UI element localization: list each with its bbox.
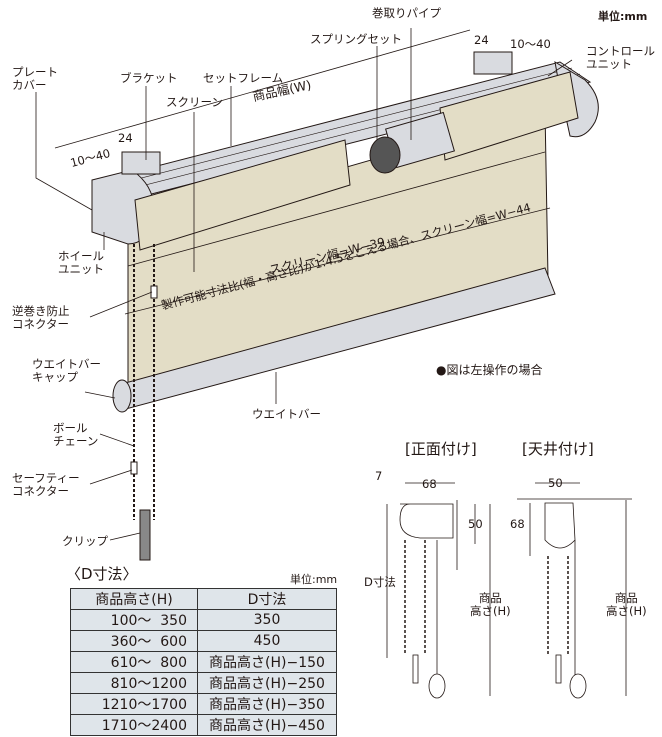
ceiling-dim-50: 50 <box>548 476 563 490</box>
cell-d: 商品高さ(H)−250 <box>197 672 337 694</box>
table-row: 1710〜2400 商品高さ(H)−450 <box>70 714 337 736</box>
ceiling-dim-68: 68 <box>510 517 525 531</box>
front-height-label: 商品 高さ(H) <box>470 592 511 618</box>
d-dimension-table: 商品高さ(H) D寸法 100〜 350 350 360〜 600 450 61… <box>70 588 337 736</box>
label-line: 商品 <box>614 591 638 605</box>
label-line: コネクター <box>12 484 70 498</box>
label-line: ユニット <box>586 57 632 71</box>
front-dim-7: 7 <box>375 469 383 483</box>
label-spring-set: スプリングセット <box>310 32 402 46</box>
safety-connector <box>130 461 138 475</box>
cell-d: 商品高さ(H)−450 <box>197 714 337 736</box>
label-line: ウエイトバー <box>32 357 101 371</box>
label-line: キャップ <box>32 370 78 384</box>
cell-height: 610〜 800 <box>70 651 198 673</box>
weight-bar-cap <box>112 379 132 413</box>
cell-height: 100〜 350 <box>70 609 198 631</box>
table-row: 1210〜1700 商品高さ(H)−350 <box>70 693 337 715</box>
cell-d: 商品高さ(H)−150 <box>197 651 337 673</box>
label-bracket: ブラケット <box>120 71 178 85</box>
dim-right-10-40: 10〜40 <box>510 37 551 51</box>
front-dim-68: 68 <box>422 477 437 491</box>
label-safety-connector: セーフティー コネクター <box>12 472 80 498</box>
cell-d: 450 <box>197 630 337 652</box>
label-set-frame: セットフレーム <box>203 71 284 85</box>
cell-d: 350 <box>197 609 337 631</box>
bracket-right <box>473 51 513 75</box>
roller-tube-left <box>134 139 351 251</box>
label-line: コントロール <box>586 44 655 58</box>
label-line: プレート <box>12 65 58 79</box>
dim-left-24: 24 <box>118 131 133 145</box>
label-line: ユニット <box>58 262 104 276</box>
ceiling-mount-title: [天井付け] <box>522 440 594 458</box>
table-row: 610〜 800 商品高さ(H)−150 <box>70 651 337 673</box>
cell-height: 810〜1200 <box>70 672 198 694</box>
header-product-height: 商品高さ(H) <box>70 588 198 610</box>
label-line: 高さ(H) <box>606 604 647 618</box>
dim-right-24: 24 <box>474 33 489 47</box>
label-line: 商品 <box>478 591 502 605</box>
table-row: 810〜1200 商品高さ(H)−250 <box>70 672 337 694</box>
label-weight-bar-cap: ウエイトバー キャップ <box>32 358 101 384</box>
note-left-operation: ●図は左操作の場合 <box>436 363 543 377</box>
clip <box>139 509 151 561</box>
label-ball-chain: ボール チェーン <box>53 422 98 448</box>
label-line: 逆巻き防止 <box>12 304 70 318</box>
label-wheel-unit: ホイール ユニット <box>58 250 104 276</box>
label-clip: クリップ <box>62 534 108 548</box>
front-d-dimension: D寸法 <box>364 575 396 589</box>
label-plate-cover: プレート カバー <box>12 66 58 92</box>
label-line: ホイール <box>58 249 104 263</box>
label-line: チェーン <box>53 434 99 448</box>
d-table-unit: 単位:mm <box>290 573 338 586</box>
label-winding-pipe: 巻取りパイプ <box>372 6 441 20</box>
ceiling-mount-diagram <box>517 482 632 699</box>
label-line: カバー <box>12 78 47 92</box>
label-reverse-stop-connector: 逆巻き防止 コネクター <box>12 305 70 331</box>
label-line: セーフティー <box>12 471 80 485</box>
unit-label-top: 単位:mm <box>598 10 648 23</box>
table-header-row: 商品高さ(H) D寸法 <box>70 588 337 610</box>
front-dim-50: 50 <box>468 517 483 531</box>
table-row: 360〜 600 450 <box>70 630 337 652</box>
label-line: ボール <box>53 421 88 435</box>
cell-height: 1710〜2400 <box>70 714 198 736</box>
front-mount-diagram <box>386 482 491 699</box>
cell-height: 1210〜1700 <box>70 693 198 715</box>
ceiling-height-label: 商品 高さ(H) <box>606 592 647 618</box>
cell-height: 360〜 600 <box>70 630 198 652</box>
front-mount-title: [正面付け] <box>405 440 477 458</box>
label-control-unit: コントロール ユニット <box>586 45 655 71</box>
header-d-dimension: D寸法 <box>197 588 337 610</box>
label-weight-bar: ウエイトバー <box>252 407 321 421</box>
label-line: コネクター <box>12 317 70 331</box>
label-screen: スクリーン <box>166 95 223 109</box>
table-row: 100〜 350 350 <box>70 609 337 631</box>
cell-d: 商品高さ(H)−350 <box>197 693 337 715</box>
spring-set <box>369 136 401 174</box>
d-table-title: 〈D寸法〉 <box>66 565 138 583</box>
label-line: 高さ(H) <box>470 604 511 618</box>
bracket-left <box>121 151 161 175</box>
